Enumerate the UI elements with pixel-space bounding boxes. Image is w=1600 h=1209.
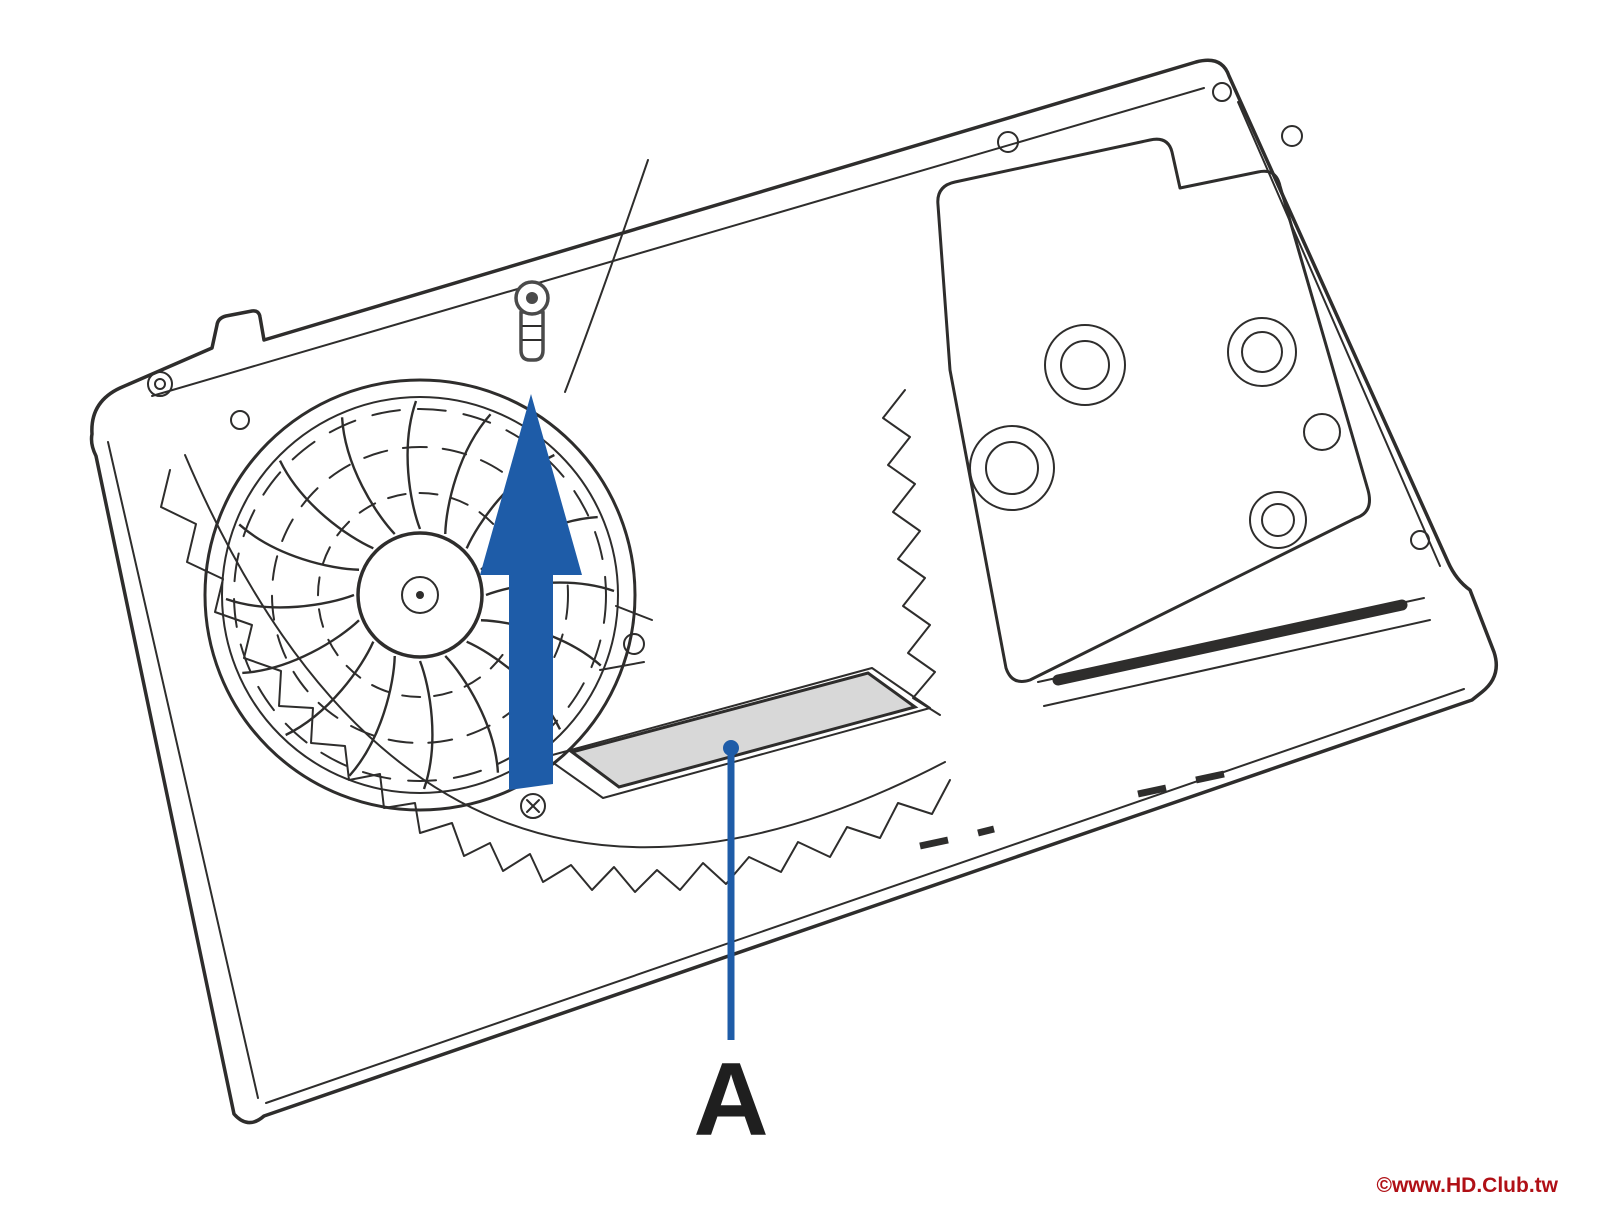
chassis-screw-holes bbox=[147, 82, 1430, 550]
power-supply-panel bbox=[882, 137, 1371, 716]
callout-a: A bbox=[693, 740, 769, 1158]
expansion-slot-cover bbox=[568, 671, 919, 789]
part-label-a: A bbox=[693, 1042, 768, 1158]
port-dashes bbox=[919, 770, 1225, 850]
screw-boss bbox=[520, 793, 546, 819]
expansion-slot-bay bbox=[544, 667, 931, 799]
watermark-text: ©www.HD.Club.tw bbox=[1376, 1174, 1558, 1197]
disc-drive-slot bbox=[1037, 597, 1431, 707]
psu-vent-teeth bbox=[882, 389, 941, 716]
heatsink-fins bbox=[160, 454, 951, 893]
screw-icon bbox=[514, 280, 550, 362]
arrow-up-icon bbox=[480, 394, 582, 790]
cooling-fan bbox=[203, 378, 653, 812]
expansion-slot bbox=[544, 667, 931, 799]
console-outline bbox=[89, 58, 1498, 1125]
